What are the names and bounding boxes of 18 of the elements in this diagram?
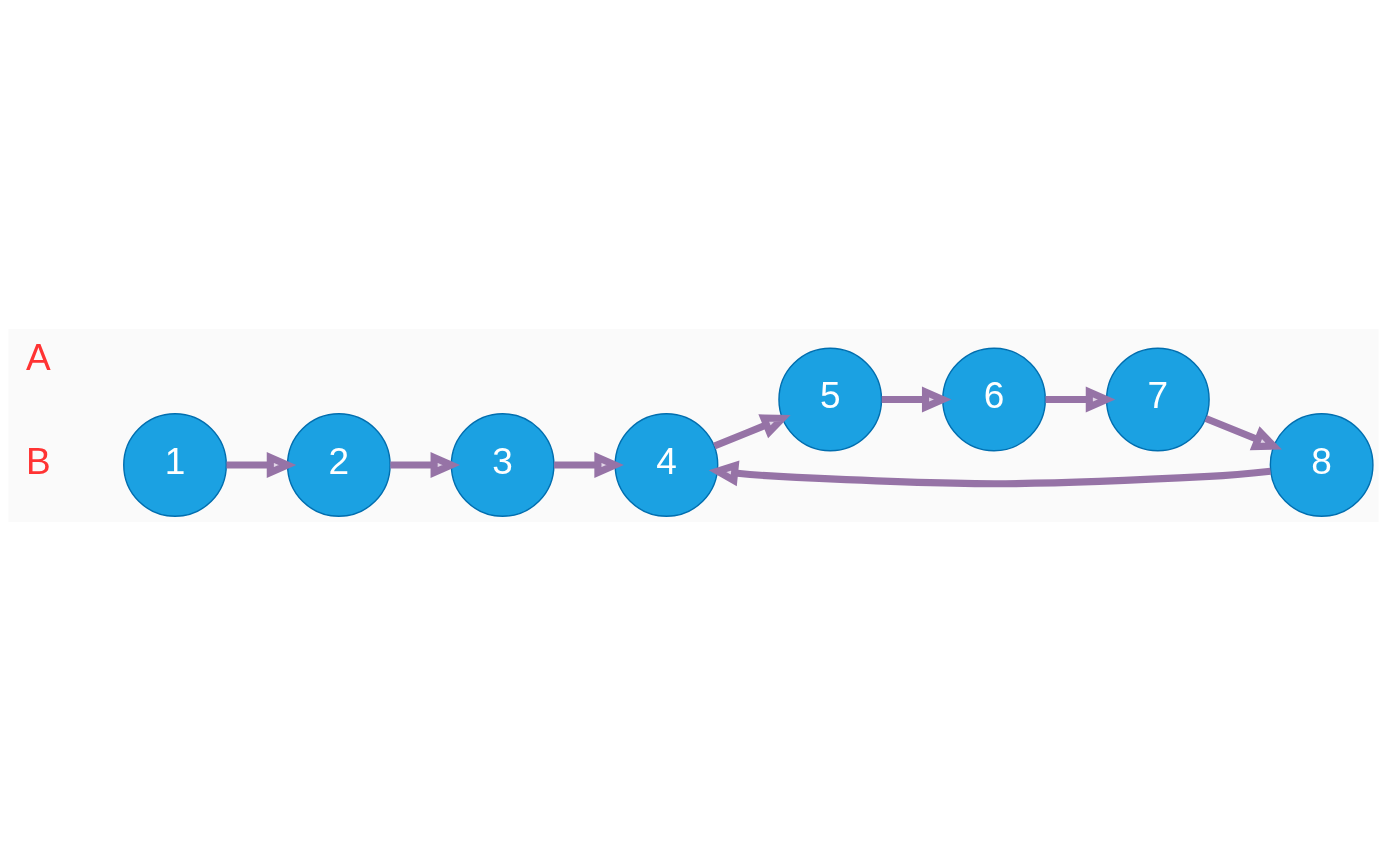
- arrow: [1045, 386, 1116, 413]
- arrow: [226, 452, 297, 478]
- arrow: [554, 452, 624, 478]
- node-circle: 6: [942, 347, 1047, 452]
- node-circle: 2: [286, 413, 391, 517]
- label: B: [25, 440, 51, 482]
- node-circle: 8: [1269, 413, 1374, 517]
- node-circle: 1: [123, 413, 227, 517]
- arrow: [1204, 415, 1282, 451]
- arrow: [713, 414, 791, 450]
- node-circle: 4: [614, 413, 719, 517]
- arrow: [390, 452, 461, 478]
- node-circle: 7: [1105, 347, 1210, 452]
- label: A: [25, 336, 51, 379]
- arrow: [708, 460, 1271, 488]
- node-circle: 5: [778, 347, 883, 452]
- arrow: [881, 386, 952, 413]
- node-circle: 3: [450, 413, 555, 517]
